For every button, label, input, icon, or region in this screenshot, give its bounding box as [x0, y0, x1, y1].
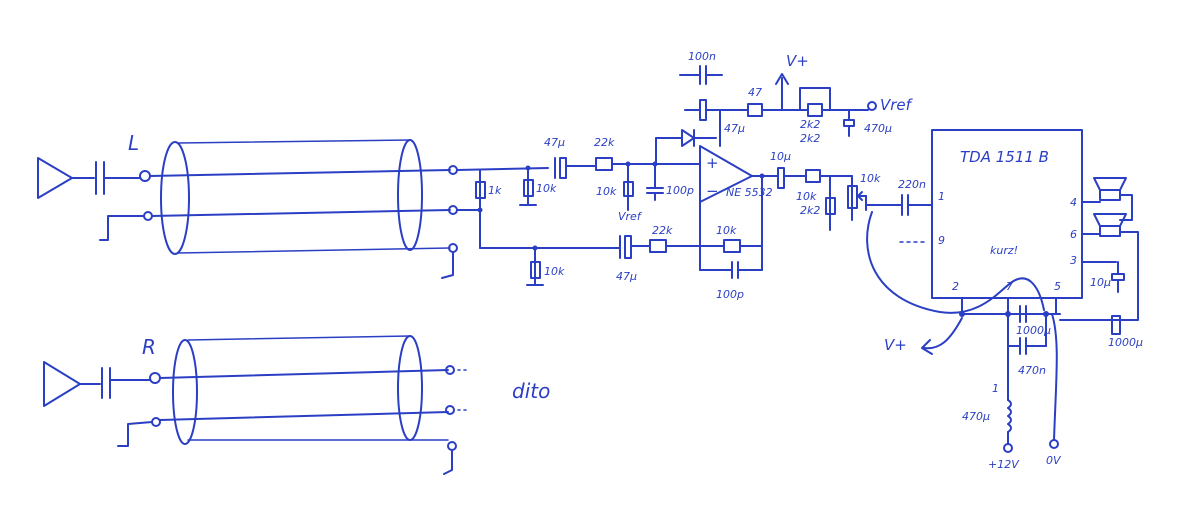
svg-text:2: 2	[952, 280, 959, 293]
svg-text:4: 4	[1070, 196, 1077, 209]
left-input-stage: L	[37, 131, 153, 241]
left-speaker-symbol	[37, 157, 73, 199]
svg-text:10μ: 10μ	[1090, 276, 1111, 289]
svg-text:470μ: 470μ	[864, 122, 892, 135]
right-channel-label: R	[142, 335, 156, 359]
svg-text:47: 47	[748, 86, 762, 99]
resistor-2k2-a	[807, 103, 823, 117]
speaker-top-cone	[1093, 177, 1127, 191]
right-cable: dito	[159, 335, 550, 475]
resistor-10k-feedback	[723, 239, 741, 253]
svg-text:47μ: 47μ	[544, 136, 565, 149]
supply-0v-terminal	[1049, 439, 1059, 449]
capacitor-10u	[777, 167, 785, 189]
right-input-stage: R	[43, 335, 161, 447]
svg-text:7: 7	[1006, 280, 1013, 293]
svg-text:V+: V+	[786, 52, 809, 70]
capacitor-100p-a-label: 100p	[666, 184, 694, 197]
svg-text:9: 9	[938, 234, 945, 247]
vref-terminal	[867, 101, 877, 111]
capacitor-100p-b-label: 100p	[716, 288, 744, 301]
right-channel-note: dito	[512, 379, 550, 403]
svg-text:10k: 10k	[536, 182, 557, 195]
svg-text:6: 6	[1070, 228, 1077, 241]
resistor-22k-b	[649, 239, 667, 253]
svg-text:2k2: 2k2	[800, 204, 820, 217]
svg-text:+12V: +12V	[988, 458, 1020, 471]
opamp-ne5532: + − NE 5532 10k 100p 100n 47μ	[655, 50, 809, 301]
left-cable-shield-left	[160, 141, 190, 255]
svg-text:10k: 10k	[860, 172, 881, 185]
svg-text:470n: 470n	[1018, 364, 1046, 377]
vref-divider: 2k2 Vref 470μ 2k2	[799, 87, 914, 145]
svg-text:5: 5	[1054, 280, 1061, 293]
right-cable-shield-right	[397, 335, 423, 441]
opamp-input-network: 1k 10k 10k 47μ 47μ 22k 22k 10k Vref	[456, 136, 725, 286]
supply-12v-terminal	[1003, 443, 1013, 453]
svg-text:V+: V+	[884, 336, 907, 354]
svg-text:2k2: 2k2	[800, 118, 820, 131]
svg-text:TDA 1511 B: TDA 1511 B	[960, 148, 1049, 166]
capacitor-47u-a	[559, 157, 567, 179]
opamp-triangle	[699, 145, 753, 203]
right-speaker-symbol	[43, 361, 81, 407]
svg-text:100n: 100n	[688, 50, 716, 63]
svg-text:10k: 10k	[596, 185, 617, 198]
resistor-2k2-c	[825, 197, 836, 215]
ic-tda1511b: TDA 1511 B 1 9 4 6 3 2 7 5 kurz!	[866, 129, 1083, 314]
svg-text:kurz!: kurz!	[990, 244, 1018, 257]
diode-symbol	[681, 129, 695, 147]
left-jack-terminal-bottom	[143, 211, 153, 221]
svg-text:10k: 10k	[716, 224, 737, 237]
svg-text:+: +	[706, 154, 719, 172]
speaker-bottom-body	[1099, 225, 1121, 237]
svg-text:Vref: Vref	[618, 210, 643, 223]
svg-text:1k: 1k	[488, 184, 502, 197]
svg-text:0V: 0V	[1046, 454, 1062, 467]
svg-text:22k: 22k	[652, 224, 673, 237]
output-speakers: 10μ 1000μ	[1059, 177, 1143, 349]
svg-text:2k2: 2k2	[800, 132, 820, 145]
left-cable	[149, 139, 458, 279]
inductor-470u	[1007, 399, 1012, 433]
svg-text:22k: 22k	[594, 136, 615, 149]
resistor-1k	[475, 181, 486, 199]
resistor-10k-d	[805, 169, 821, 183]
svg-text:1000μ: 1000μ	[1108, 336, 1143, 349]
capacitor-47u-b	[624, 235, 632, 259]
resistor-10k-c	[623, 181, 634, 197]
svg-text:10k: 10k	[544, 265, 565, 278]
svg-text:220n: 220n	[898, 178, 926, 191]
potentiometer-10k	[847, 185, 858, 209]
svg-text:1000μ: 1000μ	[1016, 324, 1051, 337]
left-cable-shield-right	[397, 139, 423, 251]
svg-text:47μ: 47μ	[724, 122, 745, 135]
svg-text:10k: 10k	[796, 190, 817, 203]
opamp-output-network: 10μ 10k 2k2 10k 220n	[770, 150, 933, 231]
svg-text:1: 1	[992, 382, 999, 395]
speaker-top-body	[1099, 189, 1121, 201]
svg-text:−: −	[706, 182, 719, 200]
resistor-47	[747, 103, 763, 117]
resistor-10k-a	[523, 179, 534, 197]
left-channel-label: L	[128, 131, 139, 155]
svg-text:3: 3	[1070, 254, 1077, 267]
right-jack-terminal-top	[149, 372, 161, 384]
left-jack-terminal-top	[139, 170, 151, 182]
capacitor-1000u-b	[1111, 315, 1121, 335]
right-jack-terminal-bottom	[151, 417, 161, 427]
resistor-10k-b	[530, 261, 541, 279]
resistor-22k-a	[595, 157, 613, 171]
svg-text:NE 5532: NE 5532	[726, 186, 773, 199]
svg-text:10μ: 10μ	[770, 150, 791, 163]
svg-text:1: 1	[938, 190, 945, 203]
svg-text:47μ: 47μ	[616, 270, 637, 283]
supply-section: 1000μ 470n V+ 1 470μ +12V 0V	[884, 297, 1062, 471]
right-cable-shield-left	[172, 339, 198, 445]
svg-text:Vref: Vref	[880, 96, 914, 114]
svg-text:470μ: 470μ	[962, 410, 990, 423]
